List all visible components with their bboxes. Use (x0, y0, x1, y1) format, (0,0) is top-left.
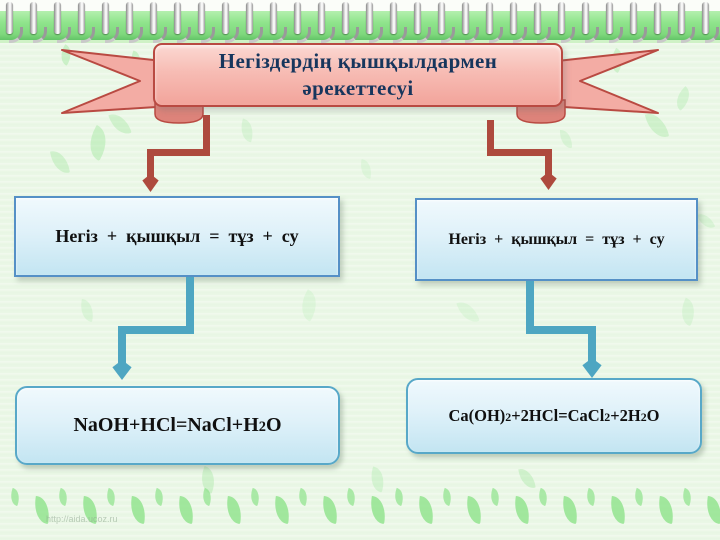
spiral-ring-icon (366, 2, 373, 34)
spiral-ring-hook-icon (513, 27, 527, 43)
spiral-ring-hook-icon (57, 27, 71, 43)
spiral-ring-icon (630, 2, 637, 34)
spiral-ring-icon (30, 2, 37, 34)
spiral-ring-hook-icon (441, 27, 455, 43)
ribbon-tails (61, 49, 659, 124)
spiral-ring-hook-icon (489, 27, 503, 43)
spiral-ring-hook-icon (105, 27, 119, 43)
notebook-green-strip (0, 11, 720, 40)
spiral-ring-icon (486, 2, 493, 34)
spiral-ring-icon (414, 2, 421, 34)
slide-title-line2: әрекеттесуі (302, 76, 414, 100)
spiral-ring-icon (78, 2, 85, 34)
spiral-ring-hook-icon (609, 27, 623, 43)
spiral-ring-icon (102, 2, 109, 34)
spiral-ring-icon (54, 2, 61, 34)
spiral-ring-icon (126, 2, 133, 34)
rule-text-left: Негіз + қышқыл = тұз + су (55, 226, 299, 246)
spiral-ring-icon (318, 2, 325, 34)
spiral-ring-hook-icon (273, 27, 287, 43)
spiral-ring-hook-icon (177, 27, 191, 43)
spiral-ring-icon (678, 2, 685, 34)
spiral-ring-hook-icon (657, 27, 671, 43)
rule-box-left: Негіз + қышқыл = тұз + су (14, 196, 340, 277)
spiral-ring-hook-icon (9, 27, 23, 43)
notebook-strip-edge (0, 40, 720, 43)
spiral-ring-hook-icon (297, 27, 311, 43)
spiral-ring-hook-icon (321, 27, 335, 43)
spiral-ring-icon (174, 2, 181, 34)
equation-text-left: NaOH+HCl=NaCl+H2O (73, 414, 282, 436)
spiral-ring-hook-icon (225, 27, 239, 43)
rule-text-right: Негіз + қышқыл = тұз + су (448, 230, 665, 248)
slide-title-line1: Негіздердің қышқылдармен (218, 49, 498, 73)
spiral-ring-hook-icon (153, 27, 167, 43)
spiral-ring-hook-icon (345, 27, 359, 43)
spiral-ring-icon (534, 2, 541, 34)
spiral-ring-icon (246, 2, 253, 34)
spiral-ring-icon (510, 2, 517, 34)
spiral-ring-hook-icon (561, 27, 575, 43)
spiral-ring-hook-icon (633, 27, 647, 43)
watermark-url: http://aida.ucoz.ru (46, 514, 118, 524)
spiral-ring-hook-icon (585, 27, 599, 43)
spiral-ring-hook-icon (537, 27, 551, 43)
spiral-ring-icon (702, 2, 709, 34)
spiral-ring-icon (150, 2, 157, 34)
spiral-ring-icon (582, 2, 589, 34)
spiral-ring-icon (462, 2, 469, 34)
equation-box-left: NaOH+HCl=NaCl+H2O (15, 386, 340, 465)
spiral-ring-hook-icon (33, 27, 47, 43)
spiral-ring-hook-icon (201, 27, 215, 43)
equation-text-right: Ca(OH)2+2HCl=CaCl2+2H2O (448, 406, 660, 425)
spiral-ring-icon (198, 2, 205, 34)
spiral-ring-hook-icon (417, 27, 431, 43)
spiral-ring-hook-icon (129, 27, 143, 43)
spiral-ring-hook-icon (681, 27, 695, 43)
title-banner: Негіздердің қышқылдармен әрекеттесуі (153, 43, 563, 107)
rule-box-right: Негіз + қышқыл = тұз + су (415, 198, 698, 281)
spiral-ring-icon (222, 2, 229, 34)
spiral-ring-icon (558, 2, 565, 34)
spiral-ring-icon (6, 2, 13, 34)
spiral-ring-hook-icon (465, 27, 479, 43)
spiral-ring-icon (342, 2, 349, 34)
spiral-ring-hook-icon (393, 27, 407, 43)
spiral-ring-icon (606, 2, 613, 34)
spiral-ring-hook-icon (81, 27, 95, 43)
spiral-ring-icon (294, 2, 301, 34)
leaf-icon (560, 130, 572, 148)
spiral-ring-icon (654, 2, 661, 34)
spiral-ring-icon (390, 2, 397, 34)
spiral-ring-hook-icon (705, 27, 719, 43)
spiral-ring-hook-icon (249, 27, 263, 43)
spiral-ring-icon (270, 2, 277, 34)
spiral-ring-hook-icon (369, 27, 383, 43)
spiral-ring-icon (438, 2, 445, 34)
equation-box-right: Ca(OH)2+2HCl=CaCl2+2H2O (406, 378, 702, 454)
